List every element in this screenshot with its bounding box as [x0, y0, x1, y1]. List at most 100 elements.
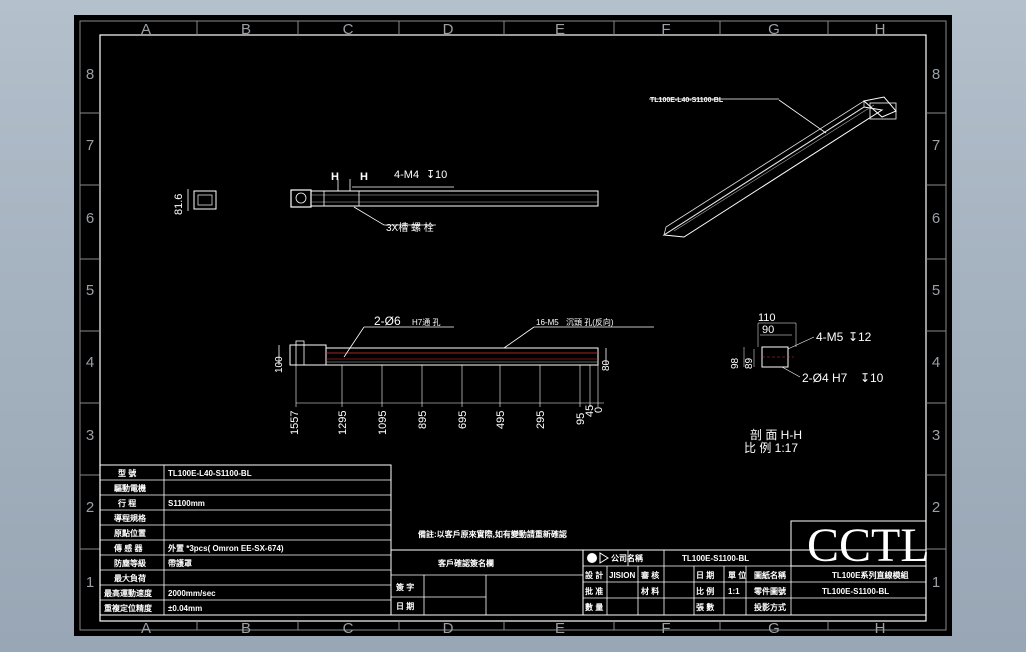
row-label-left: 2	[86, 499, 94, 516]
part-number: TL100E-S1100-BL	[822, 587, 889, 596]
depth-symbol: ↧	[426, 169, 435, 181]
isometric-view: TL100E-L40-S1100-BL	[649, 96, 897, 238]
col-label-top: H	[875, 21, 886, 38]
section-title: 剖 面 H-H	[750, 428, 802, 442]
pin-callout-suffix: H7通 孔	[412, 317, 440, 327]
row-label-left: 7	[86, 137, 94, 154]
designer-name: JISION	[609, 571, 635, 580]
section-pin-callout: 2-Ø4 H7	[802, 371, 848, 385]
tap-callout-suffix: 沉頭 孔(反向)	[566, 317, 614, 327]
unit-label: 單 位	[728, 570, 746, 580]
row-labels: 8 7 6 5 4 3 2 1 8 7 6 5 4 3 2 1	[86, 66, 940, 591]
col-label-bottom: E	[555, 620, 565, 636]
section-marker-right: H	[360, 171, 368, 183]
row-label-right: 8	[932, 66, 940, 83]
col-label-top: C	[343, 21, 354, 38]
position-dim: 95	[575, 413, 587, 425]
row-label-right: 3	[932, 427, 940, 444]
position-dim: 1095	[377, 411, 389, 435]
drawing-sheet: A B C D E F G H A B C D E F G H 8 7 6 5 …	[74, 15, 952, 636]
side-view-dimension: 81.6	[173, 194, 185, 215]
front-view: 100 80 2-Ø6 H7通 孔 16-M5 沉頭 孔(反向) 1557 12…	[274, 314, 654, 435]
col-label-top: D	[443, 21, 454, 38]
row-label-left: 1	[86, 574, 94, 591]
company-logo: CCTL	[807, 519, 930, 572]
inner-border	[99, 34, 927, 622]
col-label-bottom: B	[241, 620, 251, 636]
spec-label: 驅動電機	[114, 483, 146, 493]
col-label-top: A	[141, 21, 151, 38]
pin-callout: 2-Ø6	[374, 314, 401, 328]
col-label-bottom: C	[343, 620, 354, 636]
col-label-bottom: A	[141, 620, 151, 636]
column-dividers	[196, 21, 829, 630]
col-label-bottom: H	[875, 620, 886, 636]
row-label-left: 6	[86, 210, 94, 227]
date-label: 日 期	[696, 570, 714, 580]
cad-drawing: A B C D E F G H A B C D E F G H 8 7 6 5 …	[79, 20, 947, 636]
hole-callout: 4-M4	[394, 169, 419, 181]
projection-label: 投影方式	[754, 602, 786, 612]
position-dim: 1557	[289, 411, 301, 435]
spec-label: 傳 感 器	[113, 543, 143, 553]
spec-label: 型 號	[118, 468, 136, 478]
col-label-top: F	[661, 21, 670, 38]
section-tap-callout: 4-M5	[816, 330, 844, 344]
spec-label: 導程規格	[114, 513, 147, 523]
approve-label: 批 准	[585, 586, 603, 596]
height-dimension: 100	[274, 356, 285, 373]
iso-callout: TL100E-L40-S1100-BL	[650, 97, 724, 104]
spec-table: 型 號 TL100E-L40-S1100-BL 驅動電機 行 程 S1100mm…	[99, 464, 392, 616]
section-pin-depth: 10	[870, 371, 884, 385]
section-height-inner: 89	[744, 357, 755, 369]
top-view: H H 4-M4 ↧ 10 3X槽 螺 栓	[290, 169, 599, 234]
depth-symbol: ↧	[848, 330, 858, 344]
spec-label: 防塵等級	[114, 558, 146, 568]
outer-border	[79, 20, 947, 631]
position-dim: 1295	[337, 411, 349, 435]
qty-label: 數 量	[585, 602, 603, 612]
row-label-right: 6	[932, 210, 940, 227]
end-view-small: 81.6	[173, 189, 217, 215]
spec-value: TL100E-L40-S1100-BL	[168, 469, 252, 478]
section-scale: 比 例 1:17	[744, 441, 798, 455]
col-label-top: G	[768, 21, 780, 38]
column-labels: A B C D E F G H A B C D E F G H	[141, 21, 885, 636]
name-label: 圖紙名稱	[754, 570, 786, 580]
title-block: CCTL 公司名稱 TL100E-S1100-BL 設 計 JISION 審 核…	[582, 519, 930, 616]
col-label-bottom: F	[661, 620, 670, 636]
row-label-right: 2	[932, 499, 940, 516]
part-label: 零件圖號	[753, 586, 786, 596]
row-label-left: 5	[86, 282, 94, 299]
section-view: 110 90 4-M5 ↧ 12 2-Ø4 H7 ↧ 10 98 89 剖 面 …	[730, 312, 884, 455]
spec-label: 最大負荷	[114, 573, 146, 583]
tap-callout: 16-M5	[536, 318, 559, 327]
row-label-right: 7	[932, 137, 940, 154]
position-dimensions: 1557 1295 1095 895 695 495 295 95 45 0	[289, 405, 605, 435]
slot-callout: 3X槽 螺 栓	[386, 221, 434, 234]
col-label-top: E	[555, 21, 565, 38]
logo-circle-icon	[587, 553, 597, 563]
confirm-title: 客戶確認簽名欄	[437, 558, 494, 568]
position-dim: 495	[495, 411, 507, 429]
row-label-right: 4	[932, 354, 940, 371]
hole-depth: 10	[435, 169, 447, 181]
company-label: 公司名稱	[611, 553, 643, 563]
row-label-left: 8	[86, 66, 94, 83]
spec-label: 最高運動速度	[104, 588, 153, 598]
position-dim: 695	[457, 411, 469, 429]
col-label-top: B	[241, 21, 251, 38]
checker-label: 審 核	[640, 570, 659, 580]
sheet-label: 張 數	[696, 602, 714, 612]
section-tap-depth: 12	[858, 330, 872, 344]
spec-value: 外置 *3pcs( Omron EE-SX-674)	[168, 543, 284, 553]
row-label-right: 5	[932, 282, 940, 299]
section-marker-left: H	[331, 171, 339, 183]
material-label: 材 料	[641, 586, 659, 596]
confirm-sign-label: 簽 字	[396, 582, 414, 592]
position-dim: 895	[417, 411, 429, 429]
confirm-date-label: 日 期	[396, 601, 414, 611]
depth-symbol: ↧	[860, 371, 870, 385]
scale-value: 1:1	[728, 587, 740, 596]
position-dim: 295	[535, 411, 547, 429]
